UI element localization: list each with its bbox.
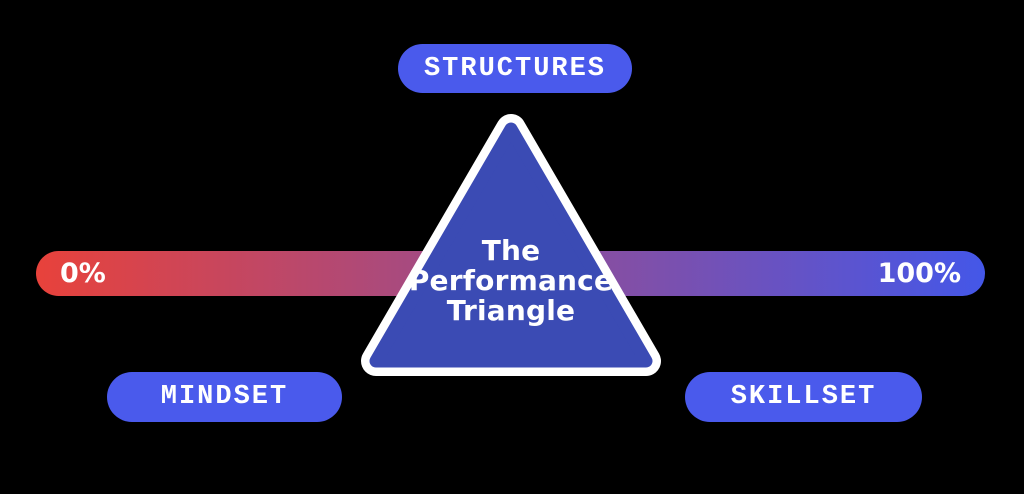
scale-max-label: 100% <box>877 258 961 289</box>
triangle-title: The Performance Triangle <box>378 236 644 326</box>
triangle-title-line1: The <box>481 234 541 267</box>
pill-mindset: MINDSET <box>107 372 342 422</box>
pill-mindset-label: MINDSET <box>160 382 289 412</box>
triangle-title-line3: Triangle <box>446 294 576 327</box>
scale-min-label: 0% <box>60 258 106 289</box>
pill-structures-label: STRUCTURES <box>423 53 607 84</box>
triangle-title-line2: Performance <box>408 264 614 297</box>
pill-skillset: SKILLSET <box>685 372 922 422</box>
pill-skillset-label: SKILLSET <box>730 382 877 412</box>
pill-structures: STRUCTURES <box>398 44 632 93</box>
performance-triangle: The Performance Triangle <box>360 113 662 377</box>
triangle-shape <box>361 114 661 376</box>
